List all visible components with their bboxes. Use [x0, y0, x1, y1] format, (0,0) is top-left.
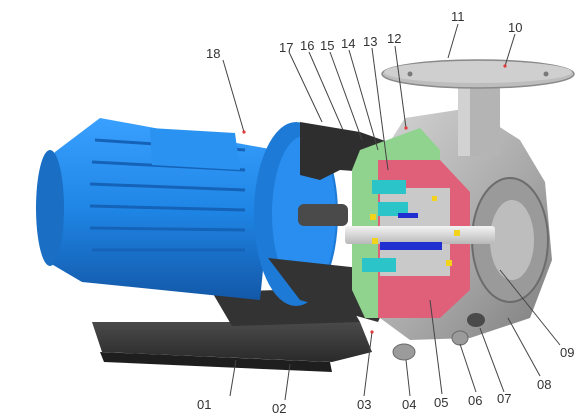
label-01: 01 [197, 397, 212, 412]
motor-shaft [298, 204, 348, 226]
label-16: 16 [300, 38, 315, 53]
label-05: 05 [434, 395, 449, 410]
leader-dots [242, 64, 507, 334]
label-10: 10 [508, 20, 523, 35]
label-07: 07 [497, 391, 512, 406]
shaft-sleeve [380, 242, 442, 250]
seal-rings [370, 196, 460, 266]
bottom-bolts [392, 313, 485, 361]
label-13: 13 [363, 34, 378, 49]
inner-magnet-upper [378, 202, 408, 216]
label-12: 12 [387, 31, 402, 46]
label-18: 18 [206, 46, 221, 61]
label-17: 17 [279, 40, 294, 55]
label-11: 11 [451, 9, 465, 24]
inner-magnet-top [372, 180, 406, 194]
label-06: 06 [468, 393, 483, 408]
label-09: 09 [560, 345, 575, 360]
label-14: 14 [341, 36, 356, 51]
shaft-sleeve-top [398, 213, 418, 218]
leader-lines [222, 23, 561, 401]
pump-shaft [345, 226, 495, 244]
label-08: 08 [537, 377, 552, 392]
label-02: 02 [272, 401, 287, 416]
label-04: 04 [402, 397, 417, 412]
inner-magnet-lower [362, 258, 396, 272]
discharge-nozzle [381, 59, 575, 156]
label-03: 03 [357, 397, 372, 412]
label-15: 15 [320, 38, 335, 53]
